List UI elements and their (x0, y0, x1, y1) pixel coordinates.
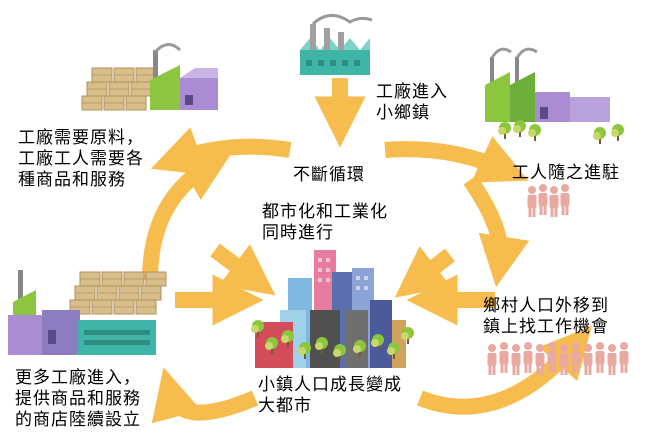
arrow-bottom-right (417, 325, 592, 415)
label-rural-migration: 鄉村人口外移到 鎮上找工作機會 (483, 296, 609, 337)
factory-icon (150, 43, 218, 110)
factory-icon (485, 47, 610, 122)
label-factory-needs: 工廠需要原料， 工廠工人需要各 種商品和服務 (18, 128, 144, 190)
arrow-to-workers (384, 136, 529, 183)
cycle-subtitle: 都市化和工業化 同時進行 (262, 202, 388, 243)
cycle-title: 不斷循環 (293, 165, 365, 185)
arrow-right-down (463, 175, 530, 288)
arrow-center-down-r (394, 246, 455, 298)
label-more-factories: 更多工廠進入， 提供商品和服務 的商店陸續設立 (15, 368, 141, 430)
arrow-top-left (150, 127, 292, 176)
label-workers-follow: 工人隨之進駐 (512, 163, 620, 183)
people-icon (527, 184, 570, 217)
cycle-arrows (142, 78, 592, 424)
arrow-bottom-left (151, 367, 259, 424)
arrow-center-down (210, 243, 276, 296)
arrow-left-up (142, 152, 233, 281)
factory-icon (8, 270, 156, 355)
city-skyline-icon (255, 250, 406, 368)
label-town-to-city: 小鎮人口成長變成 大都市 (258, 375, 402, 416)
crates-icon (69, 271, 167, 315)
label-factories-enter-town: 工廠進入 小鄉鎮 (376, 82, 448, 123)
crates-icon (81, 67, 157, 111)
tree-icon (498, 120, 624, 144)
factory-icon (300, 14, 373, 75)
